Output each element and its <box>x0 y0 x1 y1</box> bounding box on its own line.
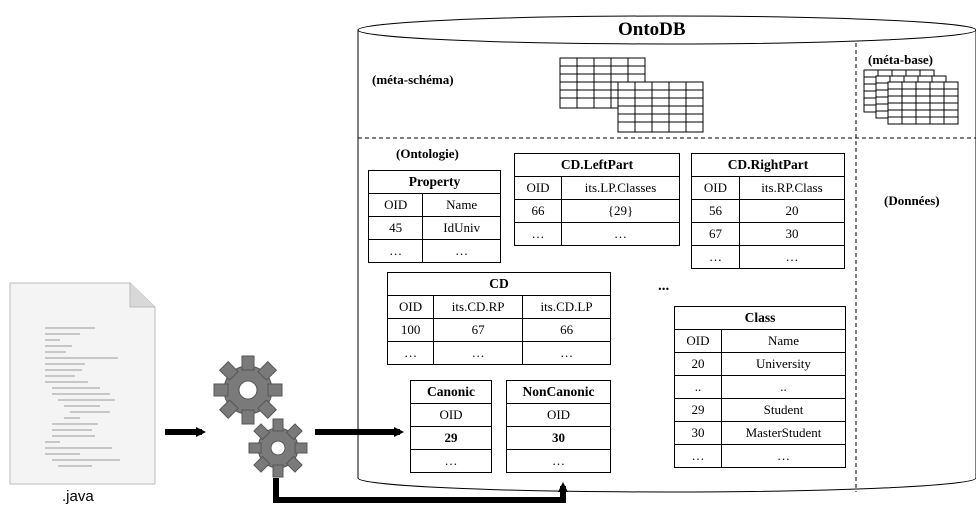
table-cell: 66 <box>522 318 611 342</box>
table-header: OID <box>674 329 722 353</box>
class-table: Class OID Name 20 University .. .. 29 St… <box>674 306 847 468</box>
db-title: OntoDB <box>618 19 686 40</box>
table-cell: … <box>691 245 740 269</box>
data-label: (Données) <box>884 193 940 208</box>
meta-schema-label: (méta-schéma) <box>372 72 454 87</box>
table-row: 45 IdUniv <box>367 216 501 240</box>
table-cell: … <box>522 341 611 365</box>
table-cell: Student <box>720 398 847 422</box>
table-cell: … <box>386 341 435 365</box>
table-row: 66 {29} <box>513 199 680 223</box>
table-header: OID <box>513 176 563 200</box>
table-cell: 30 <box>738 222 846 246</box>
table-row: … … <box>691 245 846 269</box>
table-cell: 67 <box>691 222 740 246</box>
table-header: OID <box>386 295 435 319</box>
table-cell: .. <box>720 375 847 399</box>
table-cell: .. <box>674 375 722 399</box>
canonic-table-title: Canonic <box>410 380 492 404</box>
table-cell: 30 <box>674 421 722 445</box>
table-header: its.RP.Class <box>738 176 846 200</box>
class-table-title: Class <box>674 306 846 330</box>
table-row: … … <box>367 239 501 263</box>
cd-rightpart-table: CD.RightPart OID its.RP.Class 56 20 67 3… <box>691 153 846 269</box>
table-cell: 100 <box>386 318 435 342</box>
table-cell: … <box>513 222 563 246</box>
table-row: … … <box>513 222 680 246</box>
table-cell: MasterStudent <box>720 421 847 445</box>
table-cell: … <box>720 444 847 468</box>
table-row: … <box>410 449 492 473</box>
table-header: OID <box>410 403 492 427</box>
table-row: .. .. <box>674 375 847 399</box>
cd-table-title: CD <box>387 272 611 296</box>
cd-table: CD OID its.CD.RP its.CD.LP 100 67 66 … …… <box>386 272 611 365</box>
cd-leftpart-table: CD.LeftPart OID its.LP.Classes 66 {29} …… <box>513 153 680 246</box>
gear-icon <box>213 355 308 478</box>
table-row: 29 Student <box>674 398 847 422</box>
table-row: … <box>506 449 611 473</box>
meta-base-grid-icon <box>863 69 959 125</box>
ontology-label: (Ontologie) <box>396 146 459 161</box>
table-cell: … <box>422 239 501 263</box>
table-row: 20 University <box>674 352 847 376</box>
canonic-table: Canonic OID 29 … <box>410 380 492 473</box>
table-cell: 29 <box>410 426 492 450</box>
table-cell: … <box>674 444 722 468</box>
table-cell: {29} <box>561 199 680 223</box>
table-cell: 30 <box>506 426 611 450</box>
property-table: Property OID Name 45 IdUniv … … <box>367 170 501 263</box>
table-cell: University <box>720 352 847 376</box>
table-cell: IdUniv <box>422 216 501 240</box>
meta-base-label: (méta-base) <box>868 52 933 67</box>
table-row: 29 <box>410 426 492 450</box>
table-row: 67 30 <box>691 222 846 246</box>
table-cell: … <box>367 239 424 263</box>
noncanonic-table: NonCanonic OID 30 … <box>506 380 611 473</box>
table-cell: … <box>561 222 680 246</box>
table-header: OID <box>367 193 424 217</box>
ellipsis-label: ... <box>658 278 670 294</box>
table-cell: 67 <box>433 318 524 342</box>
table-cell: 45 <box>367 216 424 240</box>
table-row: 30 MasterStudent <box>674 421 847 445</box>
table-header: OID <box>506 403 611 427</box>
java-file-label: .java <box>62 488 94 505</box>
table-cell: … <box>738 245 846 269</box>
gear-to-noncanonic-arrow <box>273 478 568 503</box>
cd-rightpart-table-title: CD.RightPart <box>691 153 845 177</box>
table-cell: … <box>410 449 492 473</box>
table-row: … … … <box>386 341 611 365</box>
table-header: its.LP.Classes <box>561 176 680 200</box>
table-row: … … <box>674 444 847 468</box>
table-cell: … <box>433 341 524 365</box>
table-cell: 29 <box>674 398 722 422</box>
table-header: its.CD.LP <box>522 295 611 319</box>
flow-arrows <box>165 427 568 503</box>
table-row: 56 20 <box>691 199 846 223</box>
table-row: 100 67 66 <box>386 318 611 342</box>
table-cell: 56 <box>691 199 740 223</box>
cd-leftpart-table-title: CD.LeftPart <box>514 153 680 177</box>
table-header: OID <box>691 176 740 200</box>
table-header: its.CD.RP <box>433 295 524 319</box>
noncanonic-table-title: NonCanonic <box>506 380 611 404</box>
table-cell: … <box>506 449 611 473</box>
table-cell: 20 <box>674 352 722 376</box>
table-header: Name <box>720 329 847 353</box>
table-cell: 66 <box>513 199 563 223</box>
table-row: 30 <box>506 426 611 450</box>
table-cell: 20 <box>738 199 846 223</box>
meta-schema-grid-icon <box>559 57 704 133</box>
table-header: Name <box>422 193 501 217</box>
java-file-icon <box>9 282 156 485</box>
property-table-title: Property <box>368 170 501 194</box>
